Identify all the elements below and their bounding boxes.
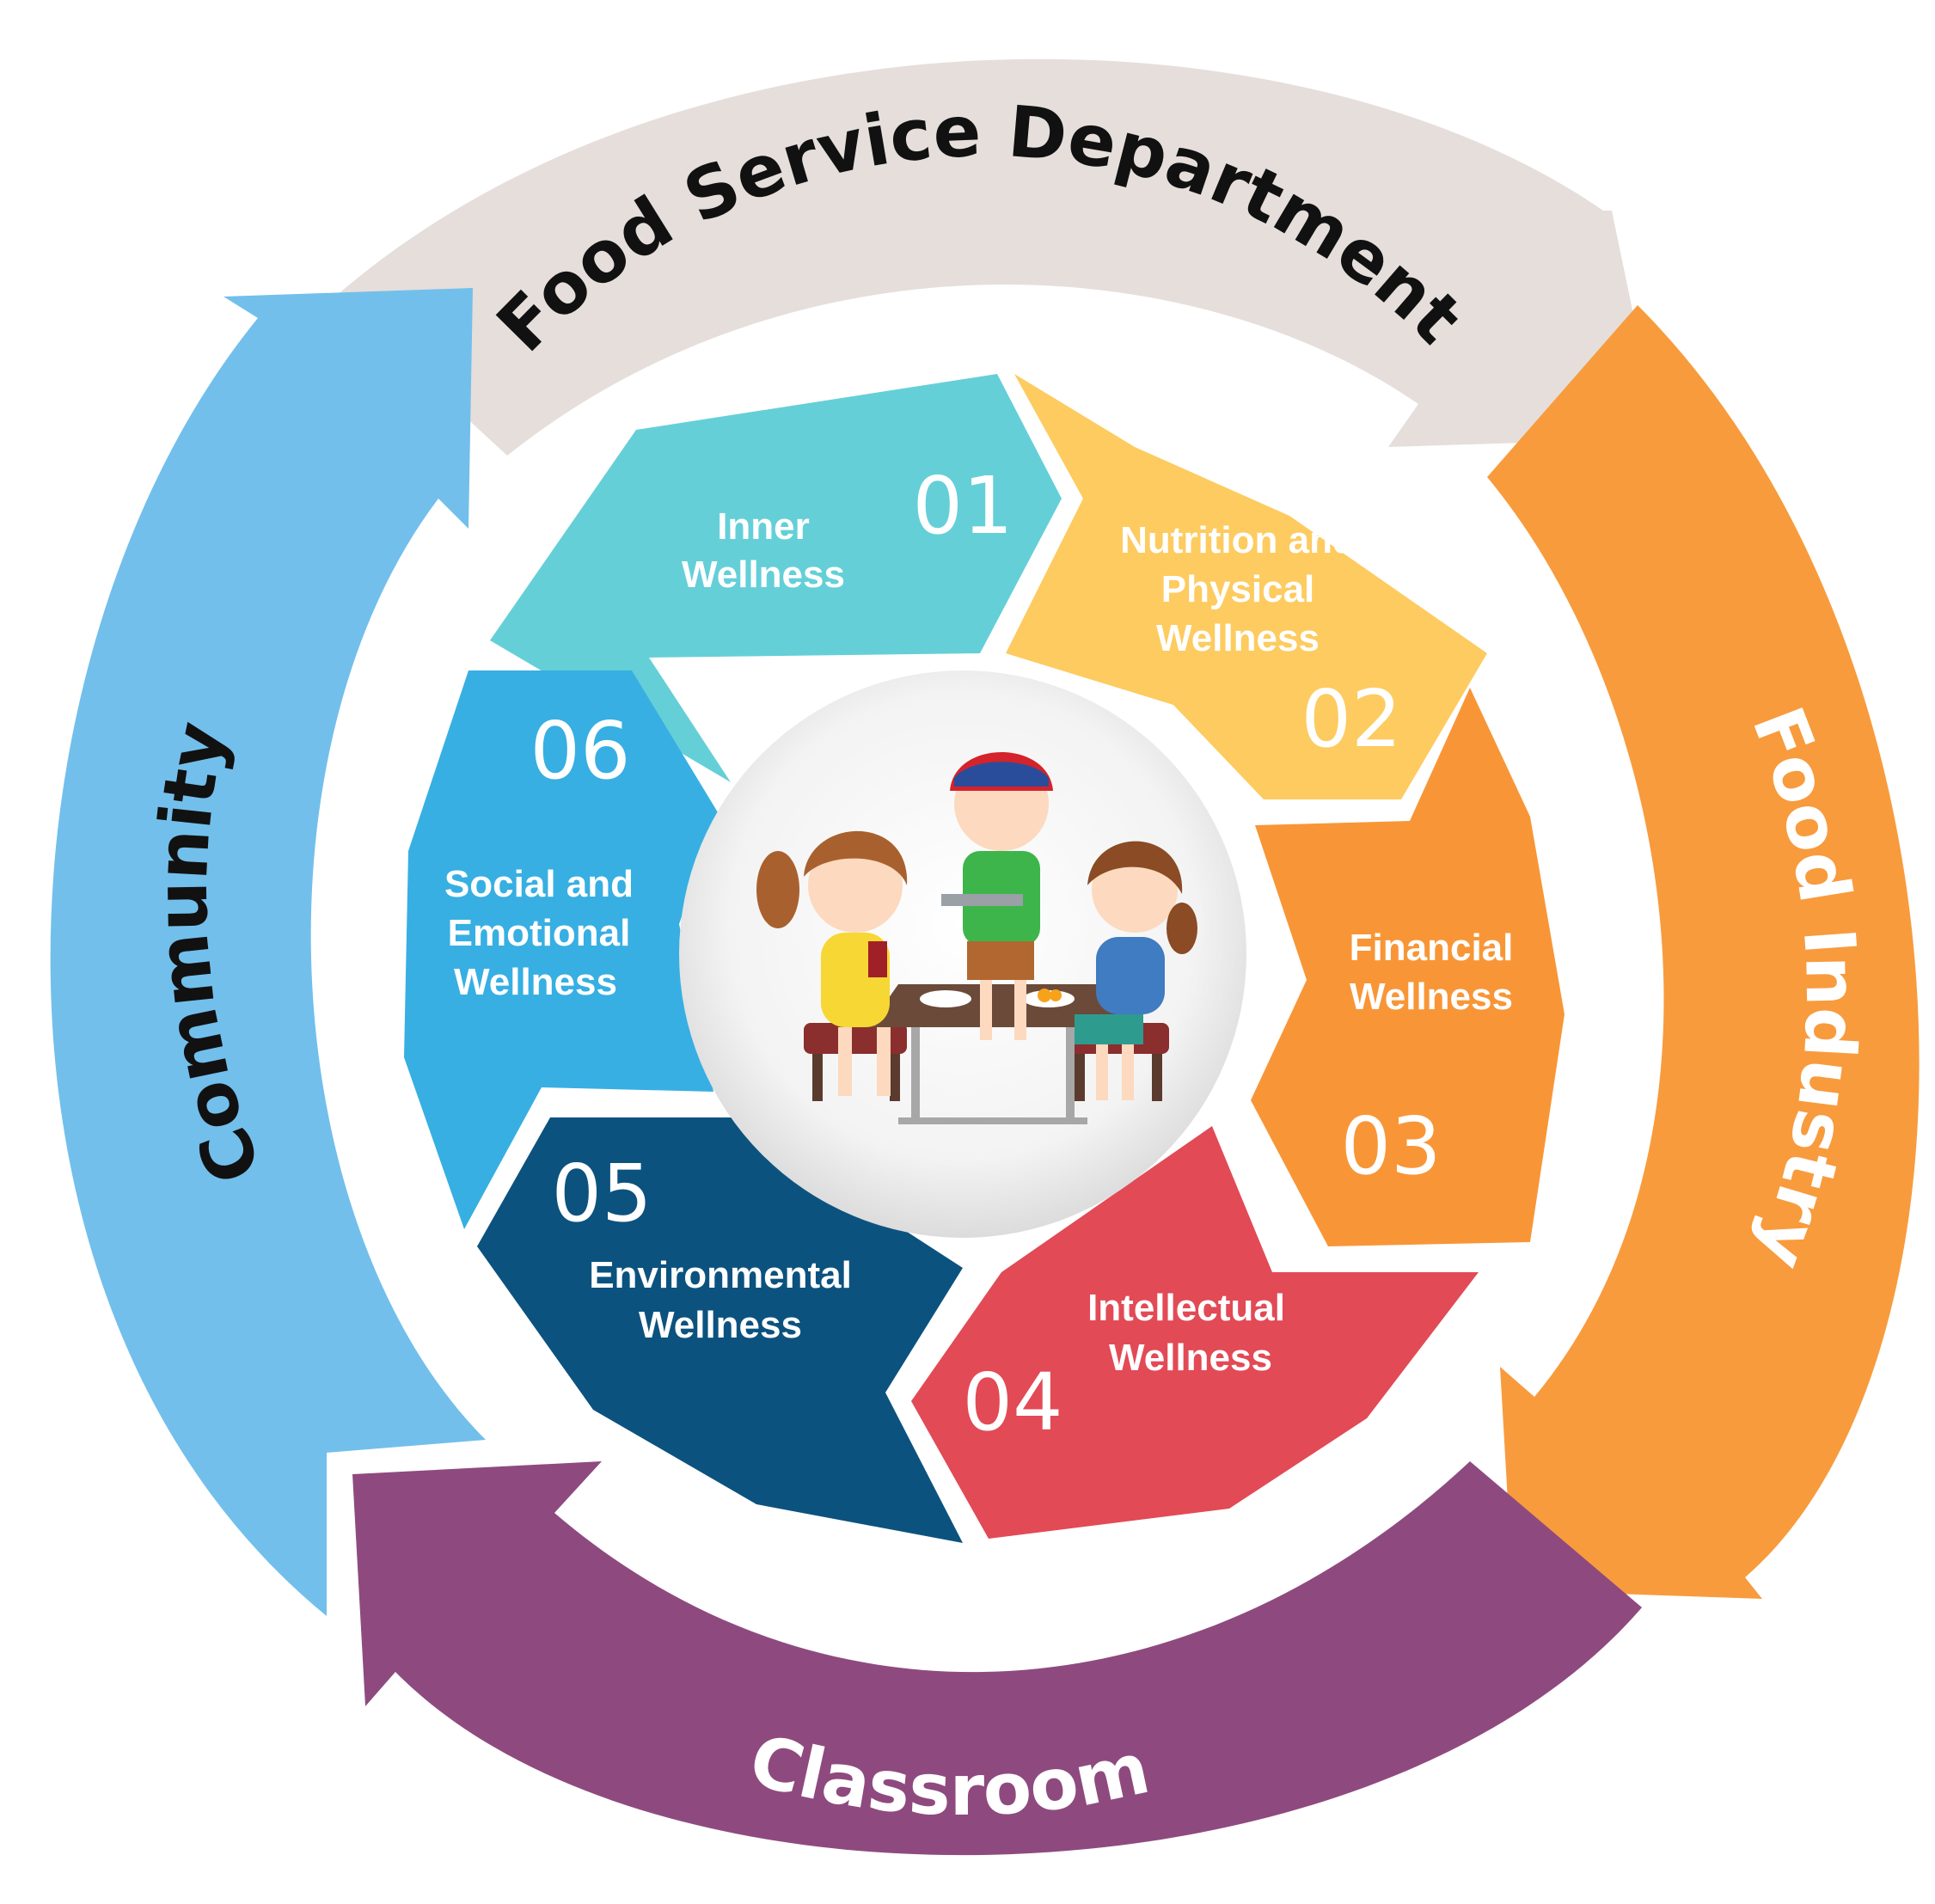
segment-04-line1: Intellectual bbox=[1087, 1287, 1285, 1329]
segment-06-number: 06 bbox=[530, 705, 630, 797]
segment-04-intellectual bbox=[911, 1126, 1479, 1539]
segment-03-number: 03 bbox=[1340, 1100, 1441, 1192]
segment-03-line1: Financial bbox=[1350, 927, 1514, 969]
segment-05-line2: Wellness bbox=[639, 1304, 802, 1346]
food-industry-arrow bbox=[1487, 305, 1920, 1599]
segment-05-number: 05 bbox=[551, 1148, 652, 1240]
segment-04-line2: Wellness bbox=[1109, 1337, 1272, 1379]
segment-06-social-emotional bbox=[404, 670, 718, 1229]
food-service-department-arrow bbox=[335, 58, 1659, 456]
segment-02-line1: Nutrition and bbox=[1120, 519, 1356, 561]
segment-03-financial bbox=[1251, 688, 1565, 1246]
segment-05-line1: Environmental bbox=[589, 1254, 852, 1296]
classroom-arrow bbox=[352, 1461, 1642, 1856]
segment-03-line2: Wellness bbox=[1350, 976, 1513, 1018]
segment-01-number: 01 bbox=[912, 460, 1013, 552]
segment-02-line2: Physical bbox=[1161, 568, 1315, 610]
segment-02-text: Nutrition and Physical Wellness 02 bbox=[1120, 519, 1401, 765]
segment-06-text: 06 Social and Emotional Wellness bbox=[444, 705, 634, 1003]
segment-06-line1: Social and bbox=[444, 863, 634, 905]
community-arrow bbox=[50, 288, 486, 1616]
segment-03-text: Financial Wellness 03 bbox=[1340, 927, 1513, 1192]
segment-04-text: Intellectual Wellness 04 bbox=[962, 1287, 1284, 1448]
children-eating-lunch-illustration bbox=[756, 752, 1197, 1124]
segment-06-line2: Emotional bbox=[448, 912, 631, 954]
segment-05-text: 05 Environmental Wellness bbox=[551, 1148, 851, 1346]
segment-06-line3: Wellness bbox=[454, 961, 617, 1003]
segment-02-line3: Wellness bbox=[1156, 617, 1320, 659]
segment-01-line2: Wellness bbox=[682, 554, 845, 596]
segment-01-text: 01 Inner Wellness bbox=[682, 460, 1013, 596]
segment-01-line1: Inner bbox=[717, 505, 810, 548]
segment-05-environmental bbox=[477, 1117, 963, 1543]
segment-02-nutrition-physical bbox=[1006, 374, 1487, 799]
segment-04-number: 04 bbox=[962, 1356, 1062, 1448]
segment-02-number: 02 bbox=[1301, 673, 1401, 765]
